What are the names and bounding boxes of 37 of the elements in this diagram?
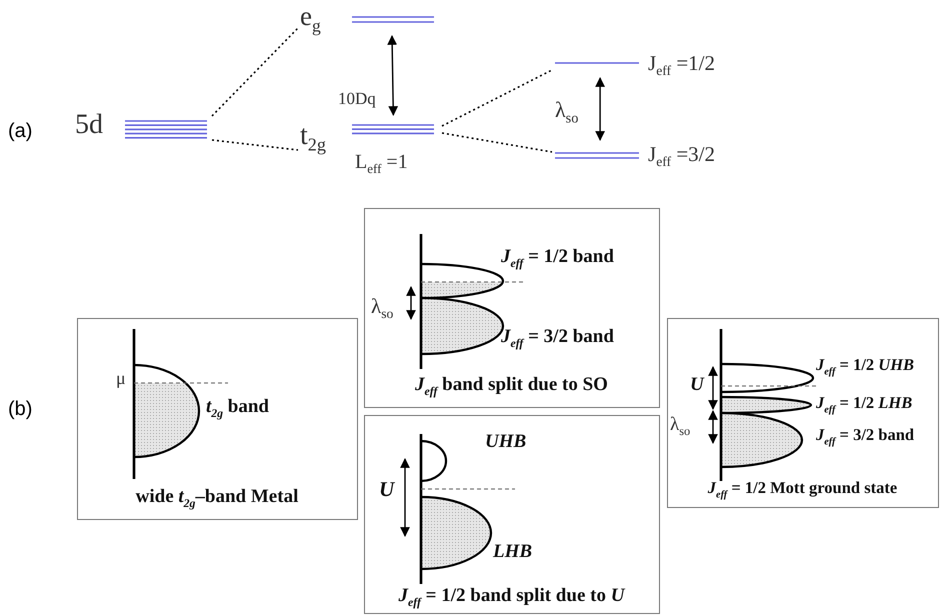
band-label: λ$_{so}$ [670, 415, 690, 438]
band-label: J$_{eff}$ = 3/2 band [501, 327, 614, 351]
band-label: t$_{2g}$ band [206, 397, 269, 421]
band-label: λ$_{so}$ [371, 295, 394, 322]
band-label: J$_{eff}$ = 1/2 LHB [816, 394, 912, 416]
double-arrow [387, 35, 398, 116]
double-arrow [595, 77, 605, 141]
panel-caption: J$_{eff}$ band split due to SO [414, 375, 609, 399]
panel-box [667, 318, 939, 508]
level-label: e$_{g}$ [300, 2, 321, 36]
panel-box [364, 415, 660, 614]
panel-label: (b) [8, 398, 32, 420]
edge-label: λ$_{so}$ [555, 98, 578, 128]
level-label: t$_{2g}$ [300, 121, 326, 155]
band-label: J$_{eff}$ = 3/2 band [816, 426, 914, 448]
level-label: J$_{eff}$ =1/2 [648, 52, 716, 78]
band-label: J$_{eff}$ = 1/2 band [501, 247, 614, 271]
band-label: μ [116, 369, 126, 389]
dotted-line [442, 69, 552, 127]
level-label: J$_{eff}$ =3/2 [648, 143, 716, 170]
dotted-line [442, 132, 552, 153]
level-label: L$_{eff}$ =1 [355, 151, 408, 176]
band-label: U [379, 478, 394, 502]
panel-caption: J$_{eff}$ = 1/2 Mott ground state [706, 479, 898, 501]
band-label: U [690, 375, 704, 396]
panel-label: (a) [8, 120, 32, 142]
panel-caption: J$_{eff}$ = 1/2 band split due to U [398, 586, 626, 610]
band-label: J$_{eff}$ = 1/2 UHB [816, 356, 914, 378]
panel-box [364, 208, 660, 408]
band-label: LHB [493, 542, 532, 563]
panel-box [77, 318, 358, 520]
band-label: UHB [485, 432, 526, 453]
panel-caption: wide t$_{2g}$–band Metal [134, 487, 300, 511]
edge-label: 10Dq [338, 90, 376, 109]
dotted-line [212, 139, 298, 151]
level-label: 5d [75, 110, 103, 141]
dotted-line [211, 27, 299, 117]
